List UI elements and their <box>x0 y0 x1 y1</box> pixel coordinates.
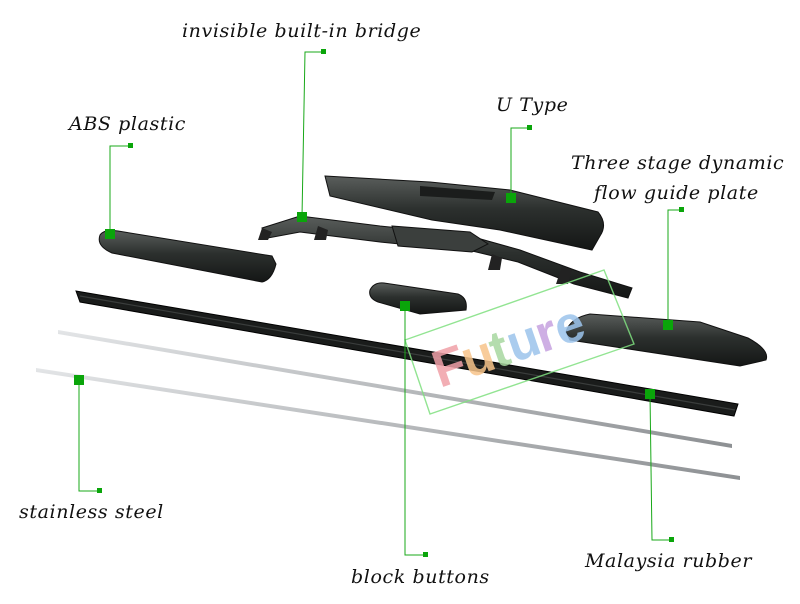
bridge-claw-left <box>258 226 328 240</box>
leader-flow <box>667 209 682 325</box>
leader-abs <box>109 145 131 234</box>
end-dot-rubber <box>669 537 674 542</box>
bridge-claw-right <box>488 254 572 284</box>
end-dot-buttons <box>423 552 428 557</box>
leader-buttons <box>404 306 426 556</box>
marker-steel <box>74 375 84 385</box>
label-u-type: U Type <box>496 94 569 116</box>
marker-u-type <box>506 193 516 203</box>
marker-buttons <box>400 301 410 311</box>
end-dot-steel <box>97 488 102 493</box>
label-flow-line1: Three stage dynamic <box>571 152 785 174</box>
label-steel: stainless steel <box>19 501 164 523</box>
end-dot-bridge <box>321 49 326 54</box>
leader-rubber <box>649 393 672 541</box>
end-dot-flow <box>679 207 684 212</box>
label-rubber: Malaysia rubber <box>585 550 753 572</box>
markers <box>74 49 684 557</box>
steel-strip-upper <box>58 330 732 448</box>
leader-bridge <box>301 51 324 218</box>
leader-u-type <box>510 127 530 198</box>
end-dot-u-type <box>527 125 532 130</box>
abs-plastic-part <box>98 230 277 283</box>
watermark-box <box>404 269 635 415</box>
flow-guide-plate <box>565 313 768 367</box>
u-type-slot <box>420 186 495 200</box>
marker-abs <box>105 229 115 239</box>
label-abs: ABS plastic <box>69 113 187 135</box>
marker-bridge <box>297 212 307 222</box>
u-type-cover <box>324 175 604 251</box>
bridge-hub <box>391 225 489 253</box>
end-dot-abs <box>128 143 133 148</box>
leader-steel <box>78 380 100 492</box>
rubber-blade-groove <box>79 295 736 411</box>
marker-flow <box>663 320 673 330</box>
block-button-part <box>369 282 467 315</box>
steel-strip-lower <box>36 368 740 480</box>
label-flow-line2: flow guide plate <box>594 182 759 204</box>
label-buttons: block buttons <box>351 566 490 588</box>
leader-lines <box>78 51 682 556</box>
marker-rubber <box>645 389 655 399</box>
label-bridge: invisible built-in bridge <box>182 20 422 42</box>
